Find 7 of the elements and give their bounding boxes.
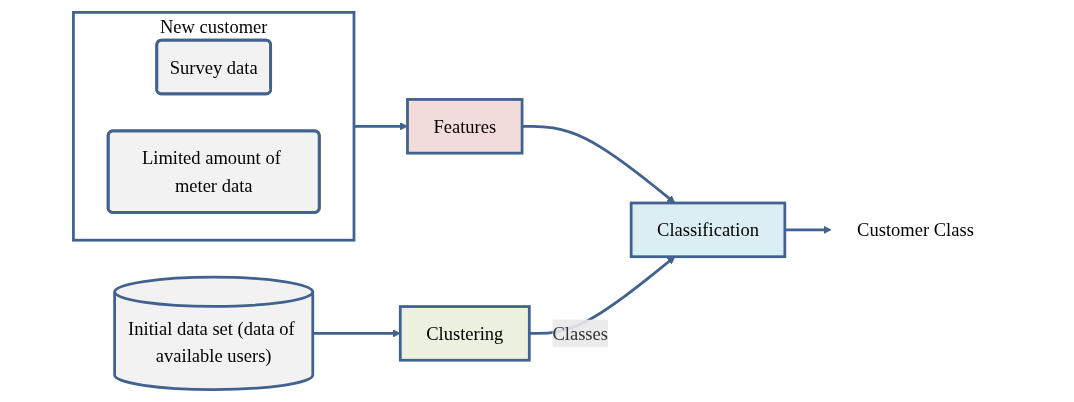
arrow bbox=[785, 225, 832, 234]
node-text: Customer Class bbox=[857, 219, 975, 241]
edge-label: Classes bbox=[552, 323, 609, 344]
node-box: Features bbox=[406, 98, 524, 155]
node-box: Classification bbox=[630, 201, 787, 259]
node-box: Clustering bbox=[399, 305, 532, 362]
arrow bbox=[522, 124, 676, 204]
